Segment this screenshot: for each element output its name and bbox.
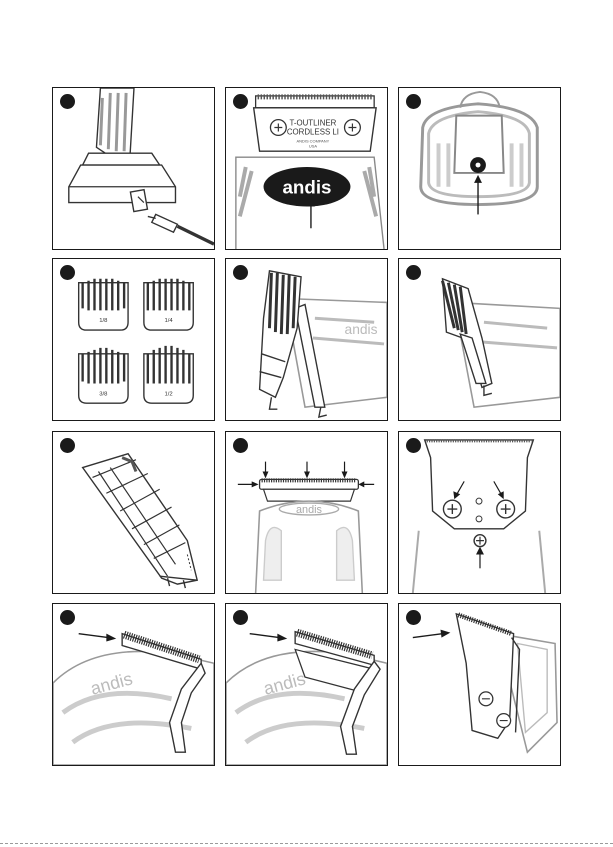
- andis-logo: andis: [283, 177, 332, 198]
- maker-line2: USA: [309, 143, 317, 148]
- attach-guide-illustration: andis: [226, 259, 387, 420]
- step-panel-8: andis: [225, 431, 388, 594]
- guide-size-label: 1/4: [164, 318, 173, 324]
- step-panel-2: T-OUTLINER CORDLESS LI ANDIS COMPANY USA…: [225, 87, 388, 250]
- step-panel-12: [398, 603, 561, 766]
- trimmer-side-illustration: [53, 432, 214, 593]
- model-name-line2: CORDLESS LI: [287, 127, 339, 136]
- andis-logo: andis: [345, 321, 378, 337]
- step-panel-11: andis: [225, 603, 388, 766]
- guide-size-label: 1/8: [99, 318, 108, 324]
- blade-remove-illustration: [399, 604, 560, 765]
- charging-stand-illustration: [53, 88, 214, 249]
- step-panel-5: andis: [225, 258, 388, 421]
- guide-size-label: 1/2: [164, 391, 172, 397]
- step-number-badge: [406, 610, 421, 625]
- attachment-guides-illustration: 1/8 1/4 3/8 1/2: [53, 259, 214, 420]
- blade-install-illustration: andis: [53, 604, 214, 765]
- blade-screws-illustration: [399, 432, 560, 593]
- model-name-line1: T-OUTLINER: [289, 119, 336, 128]
- step-panel-7: [52, 431, 215, 594]
- step-number-badge: [60, 610, 75, 625]
- andis-logo: andis: [296, 504, 323, 516]
- guide-seated-illustration: [399, 259, 560, 420]
- blade-slide-illustration: andis: [226, 604, 387, 765]
- trimmer-back-switch-illustration: [399, 88, 560, 249]
- blade-alignment-illustration: andis: [226, 432, 387, 593]
- step-number-badge: [233, 265, 248, 280]
- guide-size-label: 3/8: [99, 391, 108, 397]
- trimmer-front-illustration: T-OUTLINER CORDLESS LI ANDIS COMPANY USA…: [226, 88, 387, 249]
- step-number-badge: [406, 94, 421, 109]
- page-bottom-rule: [0, 843, 613, 844]
- step-panel-10: andis: [52, 603, 215, 766]
- step-panel-9: [398, 431, 561, 594]
- step-number-badge: [60, 438, 75, 453]
- step-number-badge: [233, 610, 248, 625]
- step-panel-6: [398, 258, 561, 421]
- step-number-badge: [233, 94, 248, 109]
- step-number-badge: [233, 438, 248, 453]
- step-number-badge: [406, 265, 421, 280]
- step-number-badge: [406, 438, 421, 453]
- step-panel-1: [52, 87, 215, 250]
- step-number-badge: [60, 265, 75, 280]
- step-panel-4: 1/8 1/4 3/8 1/2: [52, 258, 215, 421]
- step-panel-3: [398, 87, 561, 250]
- step-number-badge: [60, 94, 75, 109]
